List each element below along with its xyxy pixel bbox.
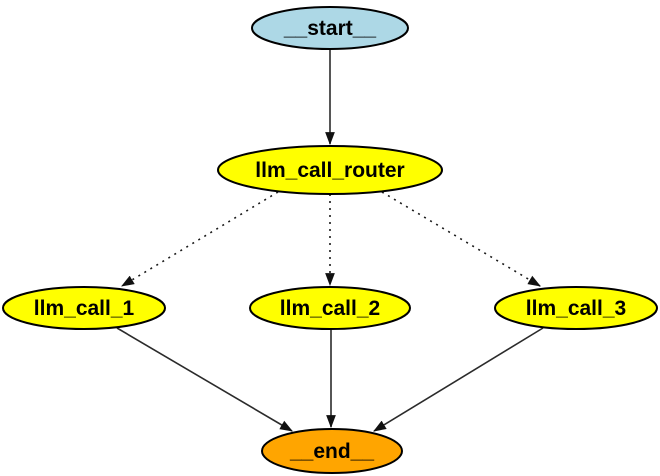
node-llm-call-3-ellipse — [494, 286, 658, 330]
node-llm-call-router-label: llm_call_router — [255, 159, 404, 182]
node-end-label: __end__ — [289, 440, 374, 463]
node-llm-call-1-ellipse — [2, 286, 166, 330]
edge-call1-to-end — [116, 327, 293, 432]
edge-router-to-call1 — [121, 191, 279, 287]
node-llm-call-3: llm_call_3 — [494, 286, 658, 330]
edge-layer — [116, 49, 544, 432]
node-llm-call-2-ellipse — [249, 286, 411, 330]
edge-router-to-call3 — [381, 191, 541, 287]
node-start: __start__ — [251, 6, 409, 50]
node-start-ellipse — [251, 6, 409, 50]
node-llm-call-1: llm_call_1 — [2, 286, 166, 330]
node-llm-call-2: llm_call_2 — [249, 286, 411, 330]
node-llm-call-3-label: llm_call_3 — [526, 297, 626, 320]
node-end-ellipse — [261, 428, 403, 474]
node-llm-call-2-label: llm_call_2 — [280, 297, 380, 320]
node-start-label: __start__ — [283, 17, 377, 40]
node-llm-call-router: llm_call_router — [217, 145, 443, 195]
node-llm-call-1-label: llm_call_1 — [34, 297, 135, 320]
edge-call3-to-end — [373, 327, 544, 432]
node-llm-call-router-ellipse — [217, 145, 443, 195]
node-end: __end__ — [261, 428, 403, 474]
